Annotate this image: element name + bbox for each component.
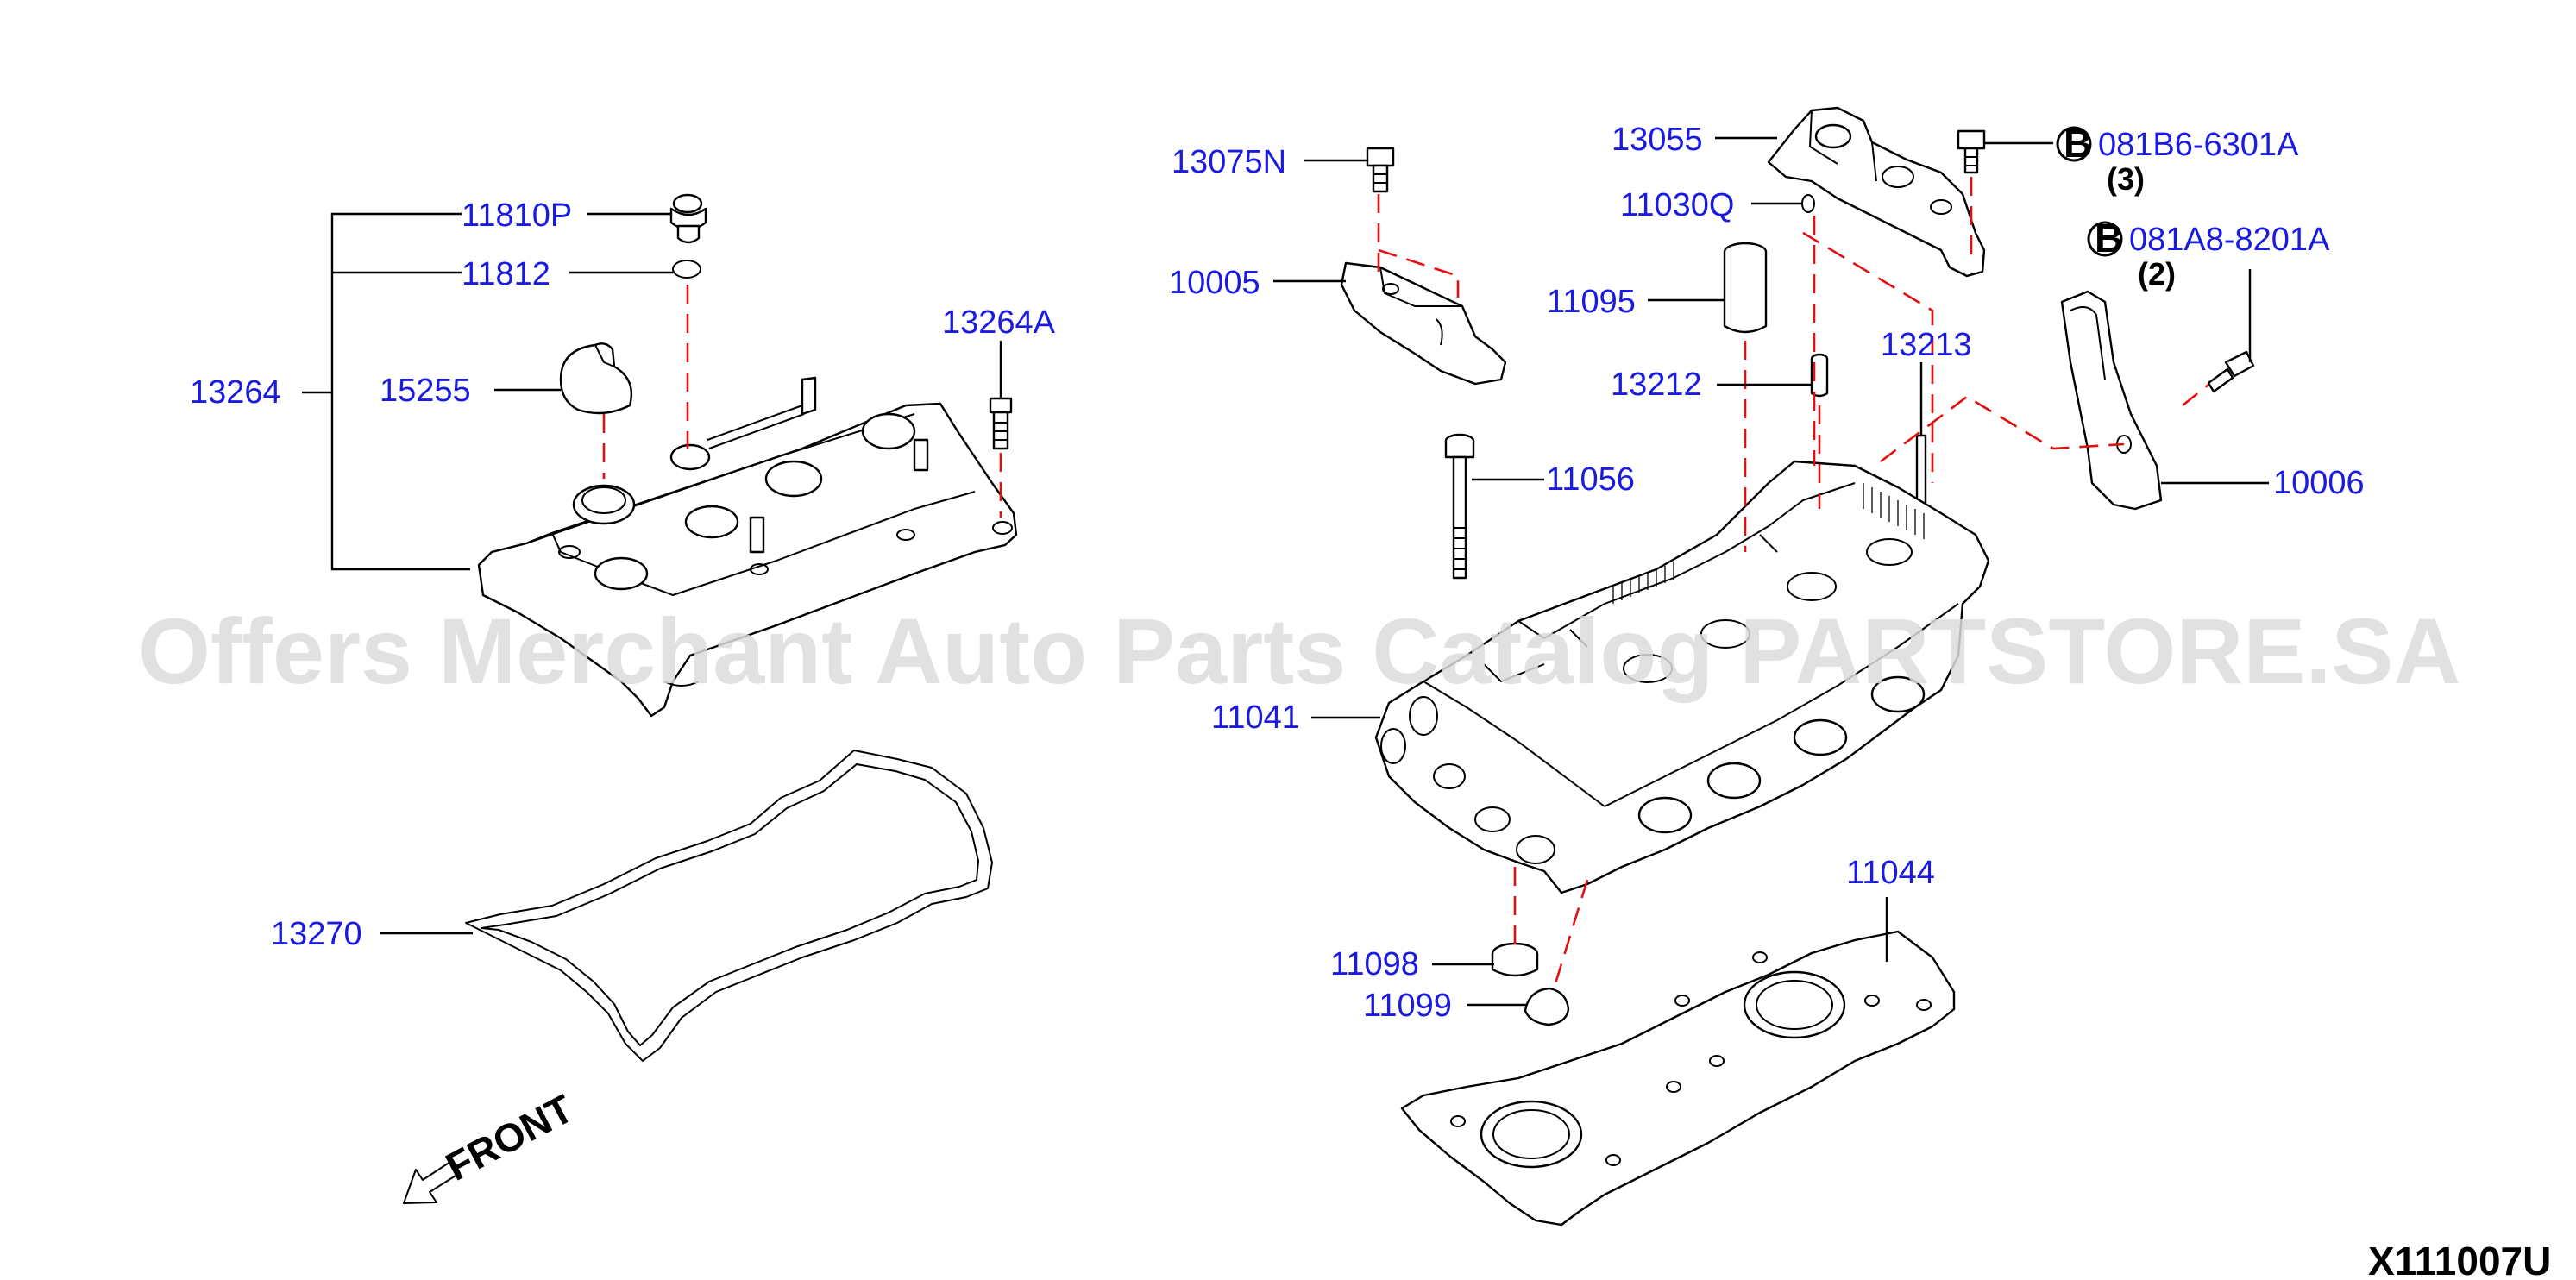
label-11810P: 11810P: [462, 198, 572, 234]
front-label: FRONT: [438, 1086, 580, 1189]
label-13264: 13264: [190, 374, 281, 411]
qty-081A8: (2): [2138, 256, 2176, 292]
bolt-callout-081B6: B 081B6-6301A (3): [2056, 121, 2299, 197]
head-gasket: [1400, 930, 1956, 1227]
cam-journals-hatch: [1612, 483, 1925, 604]
diagram-code: X111007U: [2368, 1239, 2551, 1280]
label-15255: 15255: [380, 373, 471, 409]
spark-plug-tube: [1723, 242, 1768, 334]
bolt-callout-081A8: B 081A8-8201A (2): [2087, 216, 2330, 292]
label-13213: 13213: [1881, 327, 1972, 363]
head-bolt: [1444, 433, 1475, 580]
label-13264A: 13264A: [942, 304, 1056, 341]
rocker-cover-gasket: [465, 750, 993, 1062]
bolt-marker-b2: B: [2095, 216, 2123, 260]
alignment-lines-right: [1377, 177, 2209, 993]
label-13075N: 13075N: [1172, 144, 1286, 180]
small-o-ring: [1801, 194, 1815, 213]
label-11099: 11099: [1363, 988, 1452, 1024]
label-11812: 11812: [462, 256, 550, 292]
label-081B6-6301A: 081B6-6301A: [2098, 127, 2299, 163]
label-081A8-8201A: 081A8-8201A: [2129, 222, 2330, 258]
bolt-marker-b1: B: [2064, 121, 2092, 166]
rear-bracket: [2060, 290, 2163, 511]
cover-bolt-081B6: [1957, 129, 1986, 174]
label-11044: 11044: [1846, 855, 1935, 891]
rocker-cover: [477, 376, 1018, 718]
label-13212: 13212: [1611, 367, 1702, 403]
dowel-pin: [1810, 353, 1829, 398]
bracket-bolt-081A8: [2207, 350, 2255, 393]
front-direction-arrow: FRONT: [403, 1086, 581, 1204]
label-11098: 11098: [1330, 946, 1419, 982]
oil-filler-cap: [669, 193, 707, 244]
front-bracket: [1340, 261, 1507, 386]
qty-081B6: (3): [2107, 161, 2145, 197]
o-ring: [672, 260, 701, 279]
cover-bolt: [989, 397, 1013, 450]
rear-cover: [1767, 106, 1986, 278]
bracket-bolt: [1366, 147, 1395, 193]
label-11030Q: 11030Q: [1620, 187, 1734, 223]
plug-11099: [1524, 987, 1570, 1026]
label-11056: 11056: [1546, 461, 1635, 498]
label-10006: 10006: [2273, 465, 2365, 501]
label-13270: 13270: [271, 916, 362, 952]
label-11041: 11041: [1211, 700, 1300, 736]
assembly-bracket-13264: [302, 212, 470, 571]
watermark-text: Offers Merchant Auto Parts Catalog PARTS…: [138, 599, 2460, 703]
seal-cap-11098: [1491, 942, 1539, 977]
label-13055: 13055: [1612, 122, 1703, 158]
label-10005: 10005: [1169, 265, 1260, 301]
baffle-plate: [559, 342, 633, 415]
label-11095: 11095: [1547, 284, 1636, 320]
cylinder-head: [1374, 460, 1990, 894]
